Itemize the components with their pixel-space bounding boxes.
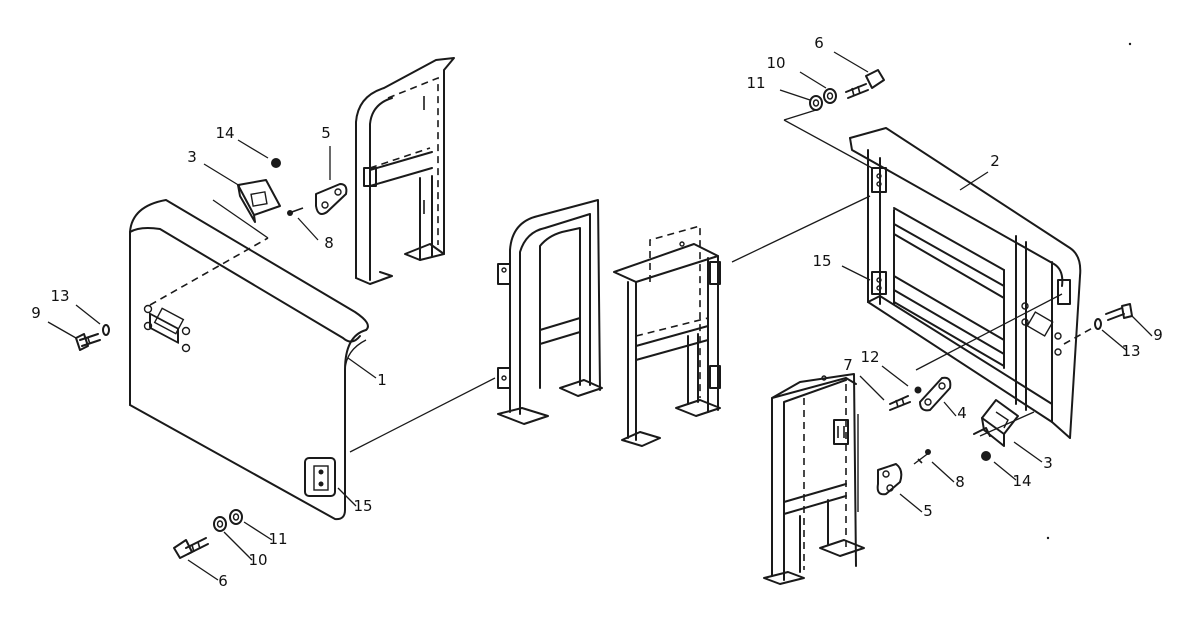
part-6-bolt-right (845, 69, 885, 99)
callout-label-c2: 2 (990, 152, 1000, 170)
center-front-frame (497, 199, 603, 425)
callout-label-c11b: 11 (746, 74, 765, 92)
part-13-washer-right (1094, 318, 1102, 330)
callout-label-c3a: 3 (187, 148, 197, 166)
hidden-line-cover-bracket (149, 199, 269, 306)
callout-label-c13a: 13 (50, 287, 69, 305)
part-11-lockwasher-right (809, 95, 823, 111)
part-10-washer-right (823, 88, 837, 104)
callout-label-c13b: 13 (1121, 342, 1140, 360)
callout-label-c1: 1 (377, 371, 387, 389)
callout-label-c5b: 5 (923, 502, 933, 520)
part-14-nut-right (981, 451, 991, 461)
part-13-washer-left (102, 324, 110, 336)
part-12-screw-right (889, 386, 922, 411)
callout-label-c9b: 9 (1153, 326, 1163, 344)
assembly-leaders-right (783, 109, 1097, 437)
callout-label-c15a: 15 (353, 497, 372, 515)
part-4-plate-right (919, 376, 952, 412)
callout-label-c6a: 6 (218, 572, 228, 590)
callout-label-c14a: 14 (215, 124, 234, 142)
part-8-screw-right (913, 449, 931, 465)
callout-label-c5a: 5 (321, 124, 331, 142)
callout-label-c8a: 8 (324, 234, 334, 252)
part-7-frame-lower-right (763, 373, 865, 585)
scan-speck (1046, 536, 1050, 540)
center-rear-frame (613, 224, 721, 447)
callout-label-c7: 7 (843, 356, 853, 374)
callout-label-c9a: 9 (31, 304, 41, 322)
callout-label-c4: 4 (957, 404, 967, 422)
scan-speck (1128, 42, 1132, 46)
callout-leaders (47, 51, 1153, 581)
part-11-lockwasher-left (229, 509, 243, 525)
part-8-screw-left (287, 207, 304, 216)
callout-label-c8b: 8 (955, 473, 965, 491)
assembly-leaders-center (349, 195, 871, 453)
callout-label-c3b: 3 (1043, 454, 1053, 472)
part-9-bolt-left (75, 333, 101, 351)
part-9-bolt-right (1105, 303, 1133, 321)
part-3-bracket-left (237, 158, 281, 223)
callout-label-c11a: 11 (268, 530, 287, 548)
part-6-bolt-left (173, 537, 209, 559)
callout-label-c10b: 10 (766, 54, 785, 72)
part-3-bracket-right (973, 399, 1019, 447)
part-1-side-cover (129, 199, 369, 521)
upper-rear-post-frame (355, 57, 455, 285)
callout-label-c12: 12 (860, 348, 879, 366)
callout-label-c15b: 15 (812, 252, 831, 270)
part-5-plate-left (315, 183, 348, 215)
callout-label-c10a: 10 (248, 551, 267, 569)
part-10-washer-left (213, 516, 227, 532)
part-2-frame-right (849, 127, 1082, 439)
part-5-plate-right (876, 463, 903, 496)
callout-label-c14b: 14 (1012, 472, 1031, 490)
callout-label-c6b: 6 (814, 34, 824, 52)
